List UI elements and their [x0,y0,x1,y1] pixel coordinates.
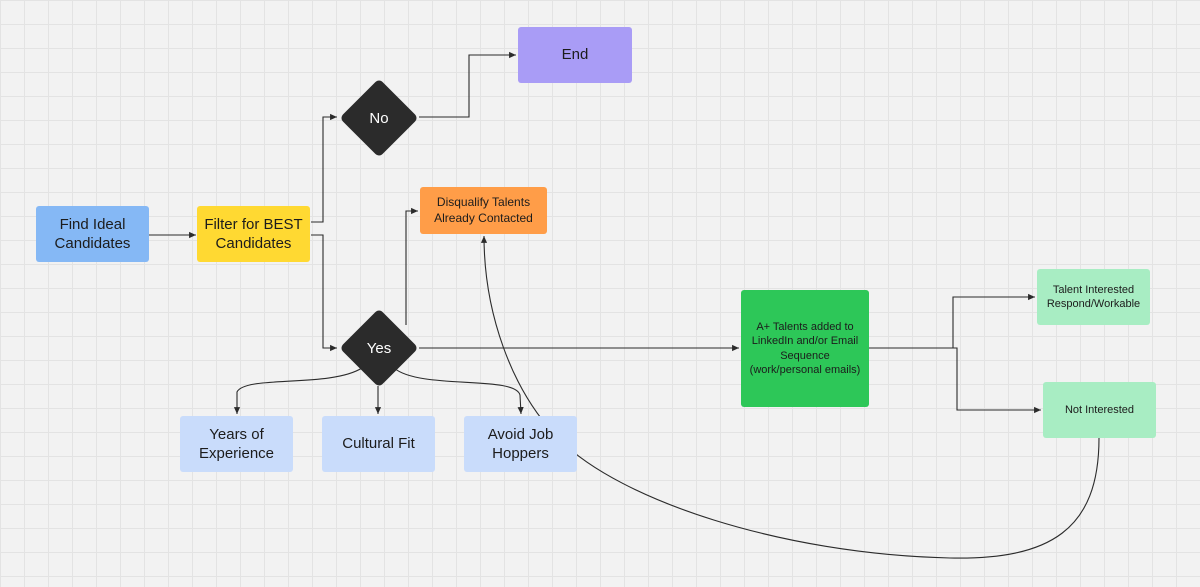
talent-interested-label: Talent Interested Respond/Workable [1046,283,1141,310]
not-interested-node[interactable]: Not Interested [1043,382,1156,438]
a-plus-talents-label: A+ Talents added to LinkedIn and/or Emai… [749,320,861,376]
decision-yes-node[interactable]: Yes [339,308,419,388]
find-ideal-candidates-label: Find Ideal Candidates [54,215,131,253]
decision-yes-label: Yes [366,339,392,357]
not-interested-label: Not Interested [1064,403,1135,416]
a-plus-talents-node[interactable]: A+ Talents added to LinkedIn and/or Emai… [741,290,869,407]
edge-filter-to-no [311,113,337,223]
edge-filter-to-yes [311,234,337,352]
end-label: End [561,46,589,64]
avoid-job-hoppers-node[interactable]: Avoid Job Hoppers [464,416,577,472]
avoid-job-hoppers-label: Avoid Job Hoppers [487,425,554,463]
talent-interested-node[interactable]: Talent Interested Respond/Workable [1037,269,1150,325]
cultural-fit-label: Cultural Fit [342,435,415,453]
years-of-experience-label: Years of Experience [198,425,275,463]
edge-no-to-end [419,51,516,118]
find-ideal-candidates-node[interactable]: Find Ideal Candidates [36,206,149,262]
edge-notinterested-to-disqualify [480,235,1100,559]
edge-yes-to-years [233,367,363,414]
years-of-experience-node[interactable]: Years of Experience [180,416,293,472]
disqualify-talents-node[interactable]: Disqualify Talents Already Contacted [420,187,547,234]
cultural-fit-node[interactable]: Cultural Fit [322,416,435,472]
edge-aplus-to-notinterested [869,347,1041,414]
filter-best-candidates-label: Filter for BEST Candidates [204,215,303,253]
edge-yes-to-disqualify [405,207,418,325]
filter-best-candidates-node[interactable]: Filter for BEST Candidates [197,206,310,262]
edge-yes-to-hoppers [393,367,524,415]
decision-no-label: No [369,109,389,127]
decision-no-node[interactable]: No [339,78,419,158]
end-node[interactable]: End [518,27,632,83]
edge-aplus-to-interested [869,293,1035,349]
disqualify-talents-label: Disqualify Talents Already Contacted [434,194,533,225]
